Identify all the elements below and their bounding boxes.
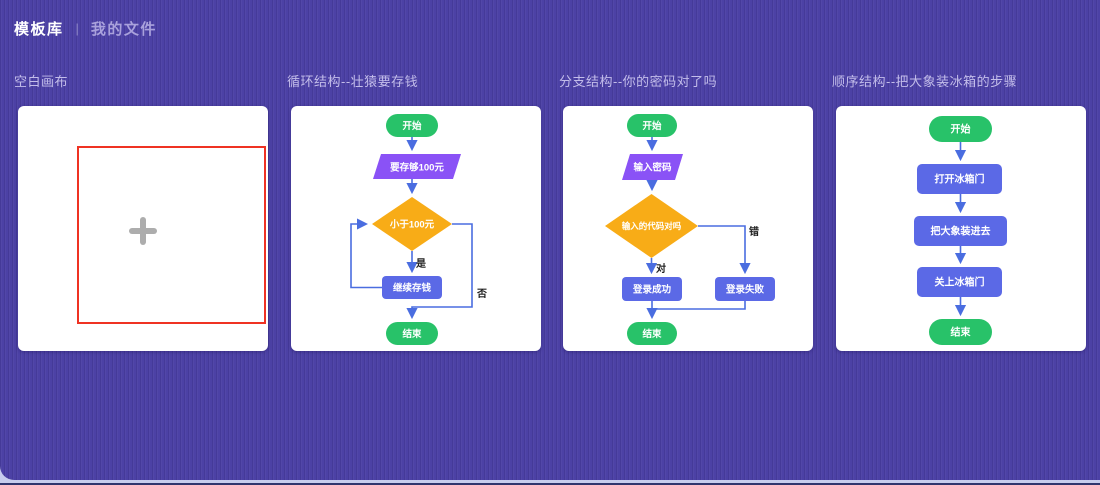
node-decision-label: 输入的代码对吗 — [622, 221, 682, 231]
edge-label-wrong: 错 — [749, 225, 759, 238]
node-end-label: 结束 — [951, 326, 972, 339]
template-group-blank: 空白画布 — [14, 74, 272, 351]
node-io — [373, 154, 461, 179]
bottom-edge-strip — [0, 483, 1100, 485]
card-title: 分支结构--你的密码对了吗 — [559, 74, 718, 89]
edge-wrong — [698, 225, 751, 275]
node-end — [386, 322, 438, 345]
node-step3 — [917, 267, 1002, 297]
node-start — [929, 116, 992, 142]
node-start-label: 开始 — [951, 123, 971, 136]
template-group-branch: 分支结构--你的密码对了吗 开始 输入密码 输入的代码对吗 登录成功 登录失败 — [559, 74, 817, 351]
node-io-label: 要存够100元 — [390, 162, 444, 174]
node-start-label: 开始 — [402, 120, 422, 132]
node-step1-label: 打开冰箱门 — [935, 173, 985, 186]
tab-my-files[interactable]: 我的文件 — [90, 21, 157, 38]
card-loop-template[interactable]: 开始 要存够100元 小于100元 继续存钱 结束 是 否 — [291, 106, 541, 351]
branch-flowchart-preview: 开始 输入密码 输入的代码对吗 登录成功 登录失败 结束 对 错 — [605, 114, 775, 345]
template-group-loop: 循环结构--壮猿要存钱 开始 要存够100元 小于100元 继续存钱 结束 是 … — [287, 74, 545, 351]
plus-icon[interactable] — [127, 215, 159, 247]
card-title: 循环结构--壮猿要存钱 — [287, 74, 419, 89]
card-title: 空白画布 — [14, 74, 69, 89]
node-fail — [715, 277, 775, 301]
node-end — [929, 319, 992, 345]
tab-separator: | — [75, 21, 79, 36]
edge-label-no: 否 — [476, 288, 487, 300]
card-branch-template[interactable]: 开始 输入密码 输入的代码对吗 登录成功 登录失败 结束 对 错 — [563, 106, 813, 351]
card-blank-canvas[interactable] — [18, 106, 268, 351]
edge-label-correct: 对 — [656, 262, 666, 275]
node-success-label: 登录成功 — [632, 284, 672, 296]
node-io-label: 输入密码 — [633, 162, 672, 174]
node-step3-label: 关上冰箱门 — [935, 276, 985, 289]
node-io — [622, 154, 683, 180]
edge-fail-merge — [654, 301, 746, 310]
node-end — [627, 322, 677, 345]
edge-loop-back — [350, 218, 382, 289]
node-decision — [372, 197, 452, 251]
node-fail-label: 登录失败 — [725, 284, 765, 296]
selection-highlight-box — [77, 146, 266, 324]
node-step1 — [917, 164, 1002, 194]
sequence-flowchart-preview: 开始 打开冰箱门 把大象装进去 关上冰箱门 结束 — [914, 116, 1007, 345]
node-process — [382, 276, 442, 299]
node-start — [627, 114, 677, 137]
node-end-label: 结束 — [401, 328, 422, 340]
loop-flowchart-preview: 开始 要存够100元 小于100元 继续存钱 结束 是 否 — [350, 114, 487, 345]
node-decision-label: 小于100元 — [389, 219, 435, 231]
edge-label-yes: 是 — [415, 258, 426, 270]
node-process-label: 继续存钱 — [393, 282, 432, 294]
node-end-label: 结束 — [641, 328, 662, 340]
edge-no — [406, 223, 473, 320]
tab-template-library[interactable]: 模板库 — [14, 21, 64, 38]
node-start-label: 开始 — [642, 120, 662, 132]
card-title: 顺序结构--把大象装冰箱的步骤 — [832, 74, 1018, 89]
node-decision — [605, 194, 698, 258]
card-sequence-template[interactable]: 开始 打开冰箱门 把大象装进去 关上冰箱门 结束 — [836, 106, 1086, 351]
header-nav: 模板库 | 我的文件 — [14, 18, 157, 39]
node-start — [386, 114, 438, 137]
node-success — [622, 277, 682, 301]
node-step2 — [914, 216, 1007, 246]
node-step2-label: 把大象装进去 — [931, 225, 991, 238]
template-group-sequence: 顺序结构--把大象装冰箱的步骤 开始 打开冰箱门 把大象装进去 关上冰箱门 结束 — [832, 74, 1090, 351]
